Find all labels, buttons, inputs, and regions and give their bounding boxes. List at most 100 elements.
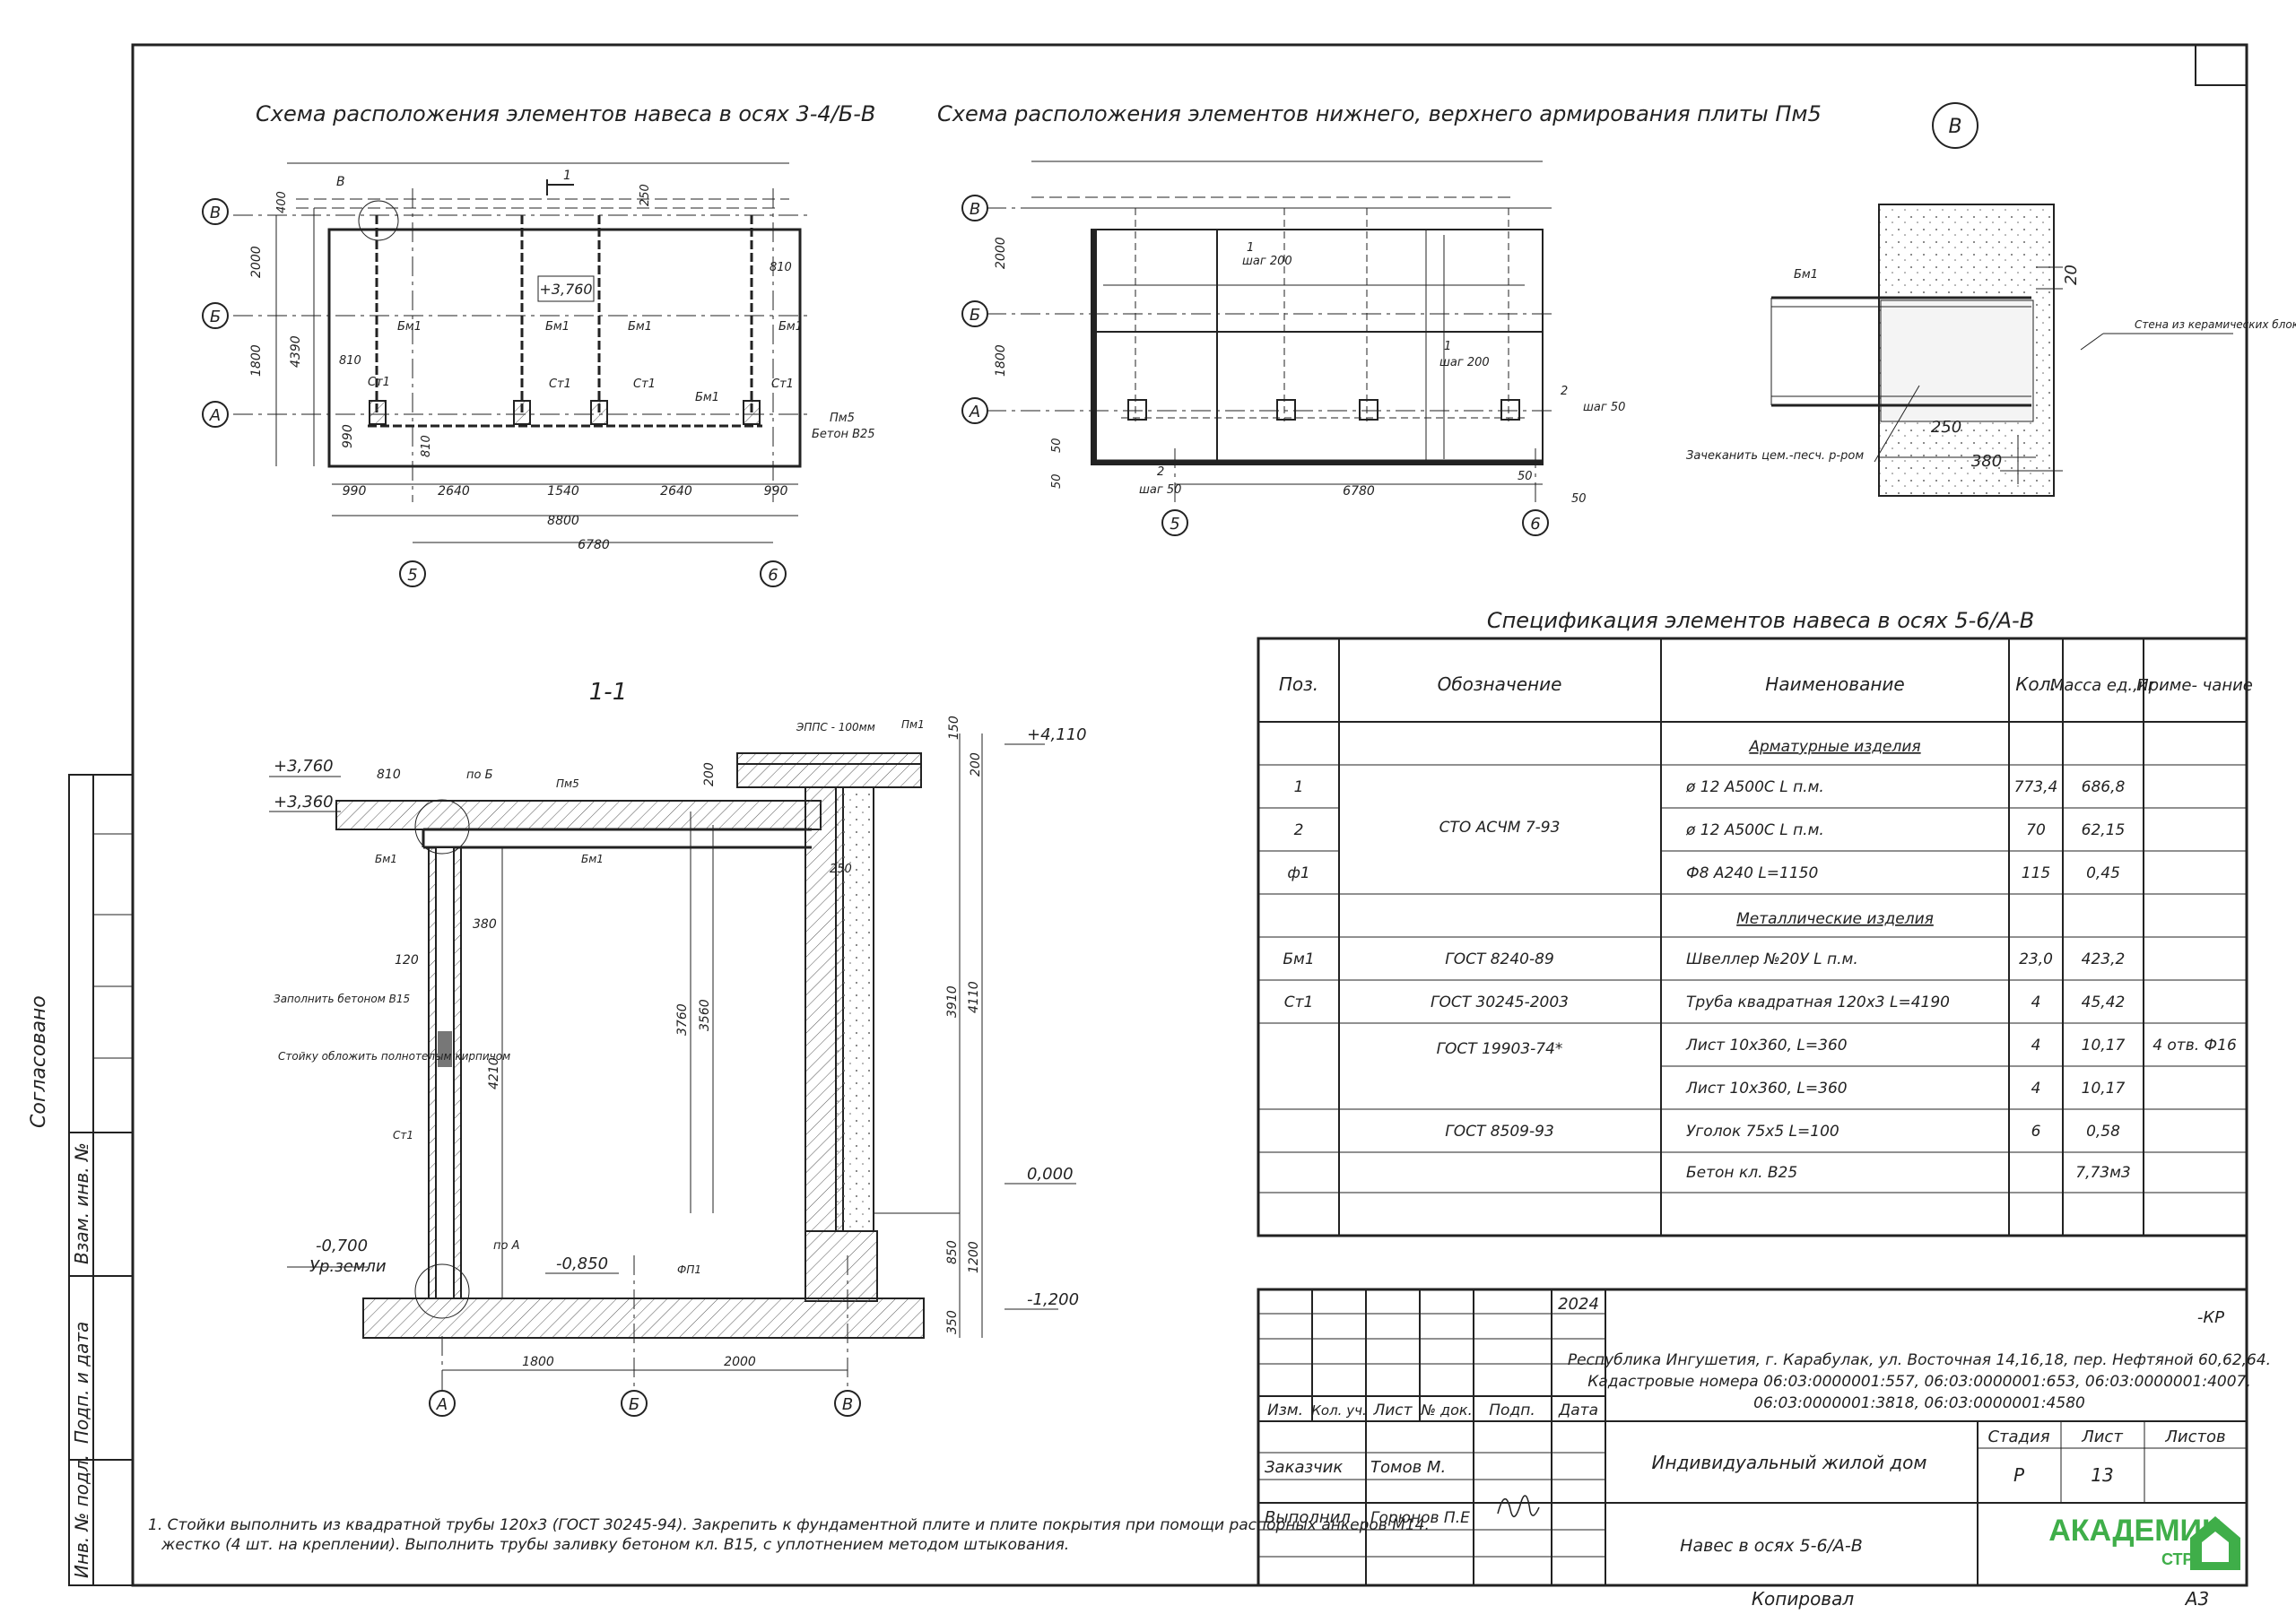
plan-axis-a: А (209, 406, 221, 425)
plan-beam-3: Бм1 (628, 320, 652, 334)
section-dim-4210: 4210 (487, 1057, 501, 1089)
section-lvl-3760: +3,760 (274, 757, 334, 776)
plan-bottom-dim-3: 2640 (660, 484, 692, 499)
spec-header-name: Наименование (1765, 673, 1904, 695)
plan-scheme-title: Схема расположения элементов навеса в ос… (256, 101, 875, 126)
side-inv-vzam: Взам. инв. № (71, 1142, 92, 1264)
spec-cell-r2-c2: Ф8 А240 L=1150 (1686, 864, 1818, 882)
spec-cell-r8-c4: 7,73м3 (2075, 1164, 2131, 1182)
plan-bottom-dim-1: 2640 (438, 484, 470, 499)
plan-dim-6780: 6780 (578, 538, 610, 552)
plan-axis-5: 5 (407, 566, 417, 585)
plan-dim-1800: 1800 (249, 344, 264, 377)
reinf-step200-a: шаг 200 (1242, 255, 1292, 268)
section-dim-810: 810 (377, 768, 401, 782)
section-lvl-m700: -0,700 (316, 1237, 368, 1255)
stamp-col-list: Лист (1372, 1402, 1413, 1419)
spec-header-code: Обозначение (1438, 673, 1562, 695)
stamp-sheet-h: Лист (2081, 1428, 2123, 1446)
reinf-step200-b: шаг 200 (1439, 356, 1490, 369)
detail-caulk: Зачеканить цем.-песч. р-ром (1686, 449, 1864, 463)
spec-table-grid (1257, 637, 2248, 1237)
section-axis-v: В (842, 1395, 853, 1414)
reinf-dim-50d: 50 (1571, 492, 1587, 506)
section-lvl-m850: -0,850 (556, 1254, 608, 1273)
spec-cell-r5-c3: 4 (2031, 1037, 2041, 1055)
section-axis-b: Б (629, 1395, 639, 1414)
plan-axis-b: Б (210, 308, 221, 326)
reinf-dim-50c: 50 (1518, 470, 1533, 483)
reinf-step50-b: шаг 50 (1139, 483, 1181, 497)
plan-dim-4390: 4390 (289, 335, 303, 368)
company-logo: АКАДЕМИК СТРОЙ (2048, 1514, 2240, 1570)
stamp-sheet-title: Навес в осях 5-6/А-В (1680, 1536, 1863, 1556)
section-ground: Ур.земли (309, 1257, 387, 1276)
section-dim-4110: 4110 (967, 981, 981, 1013)
stamp-col-kol: Кол. уч. (1311, 1402, 1366, 1419)
plan-dim-990: 990 (341, 424, 355, 448)
spec-cell-r0-c4: 686,8 (2082, 778, 2126, 796)
spec-cell-r2-c3: 115 (2022, 864, 2050, 882)
reinf-slab-outline (1091, 229, 1544, 465)
stamp-customer-name: Томов М. (1370, 1458, 1446, 1477)
section-wall-blocks (835, 786, 874, 1232)
section-dim-200b: 200 (969, 752, 983, 777)
spec-cell-r7-c3: 6 (2031, 1123, 2041, 1141)
spec-cell-r1-c4: 62,15 (2082, 821, 2126, 839)
stamp-author-role: Выполнил (1265, 1508, 1351, 1527)
spec-cell-r7-c1: ГОСТ 8509-93 (1445, 1123, 1554, 1141)
spec-header-note: Приме- чание (2136, 676, 2253, 695)
detail-dim-250: 250 (1931, 418, 1961, 437)
plan-dim-810: 810 (339, 354, 361, 368)
spec-cell-r1-c2: ø 12 А500С L п.м. (1685, 821, 1824, 839)
plan-slab-outline (327, 228, 802, 468)
spec-cell-r7-c2: Уголок 75х5 L=100 (1686, 1123, 1839, 1141)
section-dim-380: 380 (473, 917, 497, 932)
spec-cell-r0-c3: 773,4 (2014, 778, 2058, 796)
stamp-address-1: Республика Ингушетия, г. Карабулак, ул. … (1568, 1351, 2271, 1369)
section-pm1: Пм1 (901, 718, 925, 731)
plan-beam-2: Бм1 (545, 320, 570, 334)
spec-cell-r3-c0: Бм1 (1283, 950, 1314, 968)
spec-cell-r3-c2: Швеллер №20У L п.м. (1686, 950, 1858, 968)
section-dim-350: 350 (945, 1310, 960, 1334)
side-inv-orig: Инв. № подл. (71, 1454, 92, 1578)
stamp-col-izm: Изм. (1267, 1402, 1303, 1419)
plan-col-2: Ст1 (549, 378, 571, 391)
note-line-1: 1. Стойки выполнить из квадратной трубы … (148, 1516, 1430, 1534)
section-bm1-left: Бм1 (375, 853, 397, 865)
plan-level: +3,760 (539, 281, 592, 298)
spec-cell-r3-c4: 423,2 (2082, 950, 2126, 968)
section-dim-850: 850 (945, 1240, 960, 1264)
reinf-axis-b: Б (970, 306, 980, 325)
stamp-address-2: Кадастровые номера 06:03:0000001:557, 06… (1587, 1373, 2250, 1391)
stamp-address-3: 06:03:0000001:3818, 06:03:0000001:4580 (1753, 1394, 2085, 1412)
spec-cell-r2-c4: 0,45 (2086, 864, 2120, 882)
plan-bottom-dim-0: 990 (343, 484, 367, 499)
spec-cell-r5-c4: 10,17 (2082, 1037, 2126, 1055)
spec-header-mass: Масса ед.,кг (2050, 676, 2157, 695)
detail-v (1770, 204, 2233, 497)
plan-bottom-dim-2: 1540 (547, 484, 579, 499)
spec-cell-r6-c2: Лист 10х360, L=360 (1685, 1080, 1848, 1098)
section-dim-200: 200 (702, 762, 717, 786)
spec-header-pos: Поз. (1279, 673, 1318, 695)
plan-beam-5: Бм1 (695, 391, 719, 404)
section-slab-pm5 (335, 800, 822, 830)
plan-concrete-label: Бетон В25 (812, 428, 875, 441)
section-lvl-m1200: -1,200 (1027, 1290, 1079, 1309)
reinf-pos2-b: 2 (1157, 465, 1164, 479)
reinf-pos1-b: 1 (1444, 340, 1451, 353)
detail-dim-380: 380 (1971, 452, 2002, 471)
side-sign-date: Подп. и дата (71, 1322, 92, 1444)
reinf-pos1-a: 1 (1247, 241, 1254, 255)
spec-cell-r4-c4: 45,42 (2082, 994, 2126, 1011)
reinf-pos2-a: 2 (1561, 385, 1568, 398)
section-slab-pm1 (736, 752, 922, 788)
section-lvl-0: 0,000 (1027, 1165, 1074, 1184)
spec-cell-r0-c2: ø 12 А500С L п.м. (1685, 778, 1824, 796)
author-signature (1497, 1495, 1540, 1517)
reinf-step50-a: шаг 50 (1583, 401, 1625, 414)
stamp-sheet-no: 13 (2091, 1464, 2113, 1486)
